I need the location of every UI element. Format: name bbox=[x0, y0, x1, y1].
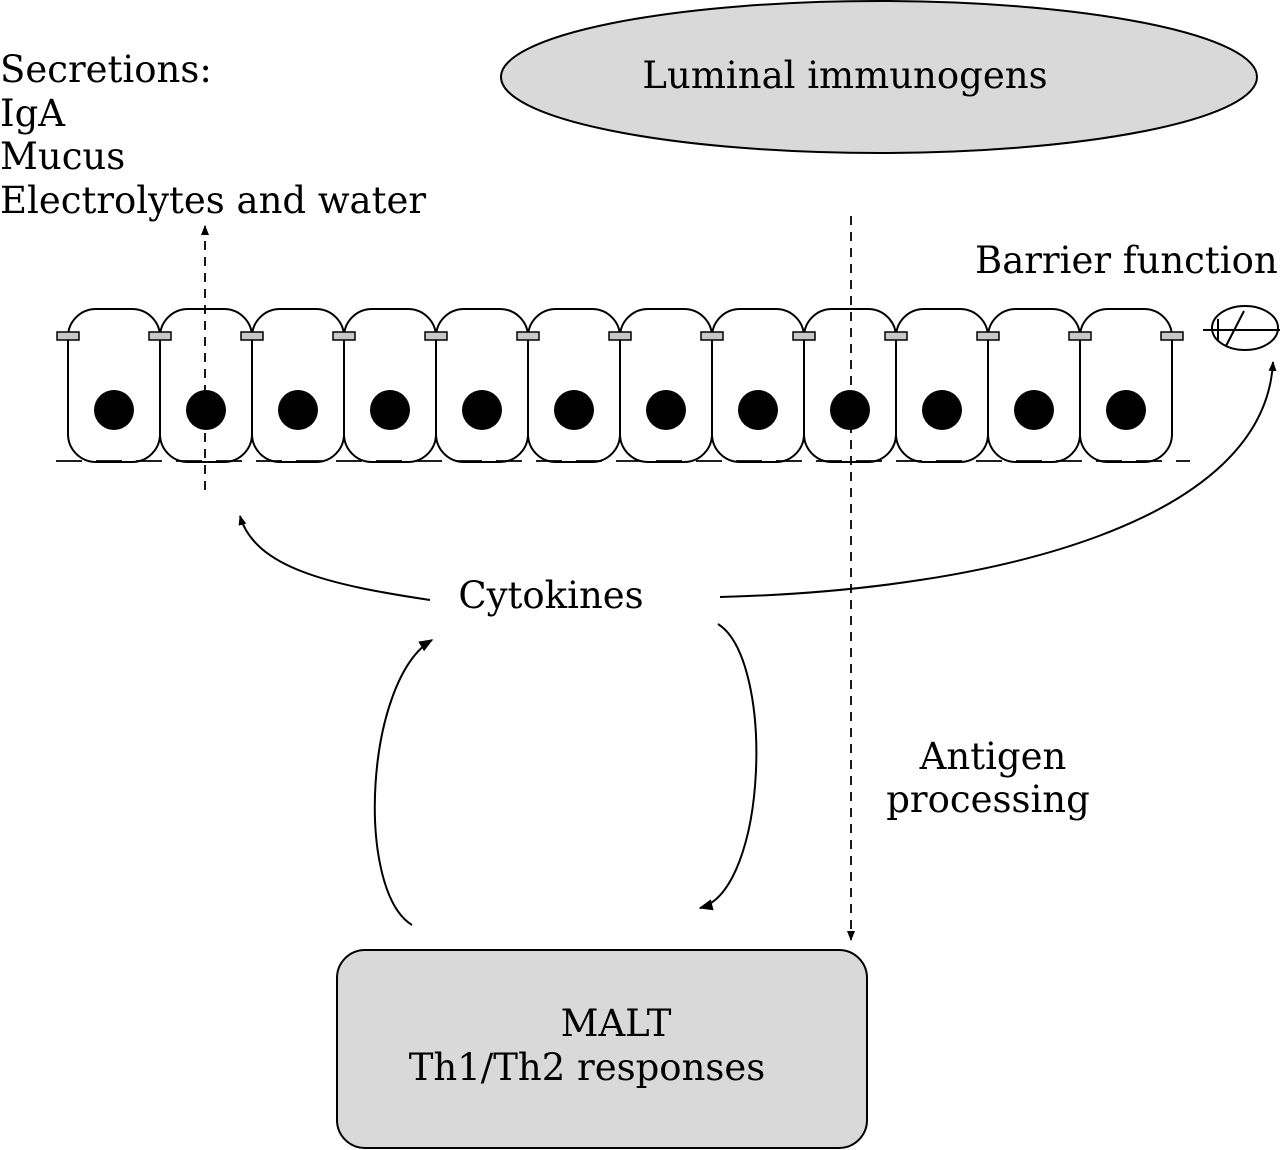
cytokines-to-malt-arrow bbox=[698, 623, 758, 911]
cell-nucleus bbox=[830, 390, 870, 430]
epithelial-cell bbox=[619, 308, 713, 463]
tight-junction bbox=[424, 331, 448, 341]
cell-nucleus bbox=[370, 390, 410, 430]
barrier-function-label: Barrier function bbox=[975, 239, 1278, 282]
epithelial-cell-layer bbox=[56, 308, 1184, 463]
cell-nucleus bbox=[462, 390, 502, 430]
secretions-heading: Secretions: bbox=[0, 48, 212, 91]
tight-junction bbox=[1068, 331, 1092, 341]
luminal-immunogens-label: Luminal immunogens bbox=[642, 54, 1047, 97]
cell-nucleus bbox=[646, 390, 686, 430]
epithelial-cell bbox=[711, 308, 805, 463]
tight-junction bbox=[1160, 331, 1184, 341]
tight-junction bbox=[240, 331, 264, 341]
cell-nucleus bbox=[1014, 390, 1054, 430]
secretion-item-iga: IgA bbox=[0, 92, 66, 135]
cell-nucleus bbox=[738, 390, 778, 430]
cell-nucleus bbox=[186, 390, 226, 430]
cell-nucleus bbox=[278, 390, 318, 430]
epithelial-cell bbox=[343, 308, 437, 463]
epithelial-cell bbox=[435, 308, 529, 463]
malt-title: MALT bbox=[561, 1002, 672, 1045]
epithelial-cell bbox=[159, 308, 253, 463]
epithelial-cell bbox=[803, 308, 897, 463]
tight-junction bbox=[608, 331, 632, 341]
plus-minus-inhibition-icon bbox=[1203, 305, 1280, 351]
tight-junction bbox=[56, 331, 80, 341]
processing-label: processing bbox=[886, 778, 1090, 821]
epithelial-cell bbox=[895, 308, 989, 463]
tight-junction bbox=[700, 331, 724, 341]
cell-nucleus bbox=[94, 390, 134, 430]
epithelial-cell bbox=[527, 308, 621, 463]
cell-nucleus bbox=[922, 390, 962, 430]
tight-junction bbox=[792, 331, 816, 341]
epithelial-cell bbox=[1079, 308, 1173, 463]
epithelial-cell bbox=[251, 308, 345, 463]
malt-subtitle: Th1/Th2 responses bbox=[409, 1046, 766, 1089]
cytokines-to-barrier-arrow bbox=[719, 361, 1277, 598]
tight-junction bbox=[148, 331, 172, 341]
tight-junction bbox=[332, 331, 356, 341]
cell-nucleus bbox=[554, 390, 594, 430]
tight-junction bbox=[516, 331, 540, 341]
secretion-item-mucus: Mucus bbox=[0, 135, 125, 178]
malt-box bbox=[336, 949, 868, 1149]
cytokines-label: Cytokines bbox=[458, 574, 643, 617]
cytokines-to-secretion-arrow bbox=[238, 515, 431, 601]
epithelial-cell bbox=[67, 308, 161, 463]
epithelial-cell bbox=[987, 308, 1081, 463]
tight-junction bbox=[884, 331, 908, 341]
malt-to-cytokines-arrow bbox=[373, 639, 434, 926]
tight-junction bbox=[976, 331, 1000, 341]
secretion-item-electrolytes: Electrolytes and water bbox=[0, 179, 426, 222]
luminal-immunogens-ellipse bbox=[500, 0, 1258, 154]
antigen-label: Antigen bbox=[919, 735, 1067, 778]
cell-nucleus bbox=[1106, 390, 1146, 430]
